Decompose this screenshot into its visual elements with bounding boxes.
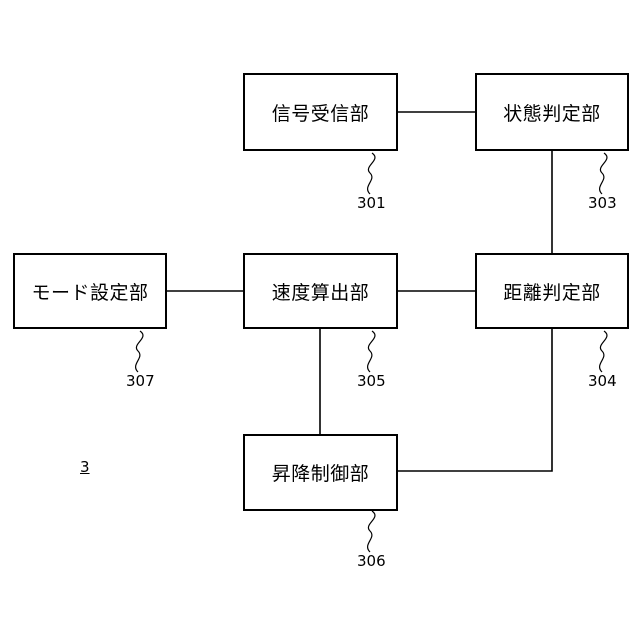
speed-calculator-label: 速度算出部 (272, 278, 370, 305)
ref-307: 307 (126, 374, 155, 389)
leader-301 (368, 153, 375, 194)
leader-304 (600, 331, 607, 372)
distance-determiner-label: 距離判定部 (503, 278, 601, 305)
link-distance-determiner-to-lift-controller (398, 329, 552, 471)
ref-305: 305 (357, 374, 386, 389)
ref-306: 306 (357, 554, 386, 569)
leader-303 (600, 153, 607, 194)
state-determiner-label: 状態判定部 (503, 99, 601, 126)
ref-303: 303 (588, 196, 617, 211)
figure-number: 3 (80, 460, 90, 475)
signal-receiver-label: 信号受信部 (272, 99, 370, 126)
ref-301: 301 (357, 196, 386, 211)
state-determiner-block: 状態判定部 (475, 73, 629, 151)
leader-307 (136, 331, 143, 372)
lift-controller-block: 昇降制御部 (243, 434, 398, 511)
leader-305 (368, 331, 375, 372)
mode-setter-label: モード設定部 (31, 278, 148, 305)
speed-calculator-block: 速度算出部 (243, 253, 398, 329)
leader-306 (368, 511, 375, 552)
ref-304: 304 (588, 374, 617, 389)
signal-receiver-block: 信号受信部 (243, 73, 398, 151)
distance-determiner-block: 距離判定部 (475, 253, 629, 329)
lift-controller-label: 昇降制御部 (272, 459, 370, 486)
mode-setter-block: モード設定部 (13, 253, 167, 329)
